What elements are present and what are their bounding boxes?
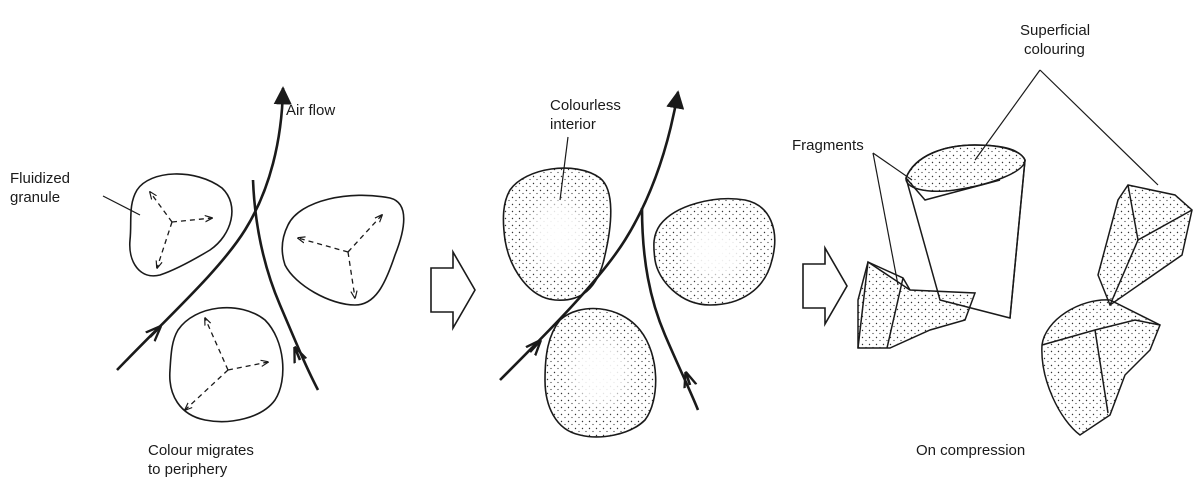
panel-fluidization — [117, 88, 404, 422]
process-arrow-2 — [803, 248, 847, 324]
fragment-2 — [1098, 185, 1192, 305]
panel-compression-fragments — [858, 145, 1192, 435]
label-colour-migrates: Colour migrates to periphery — [148, 442, 254, 478]
fluidized-granule-1 — [130, 174, 232, 276]
svg-text:Fragments: Fragments — [792, 137, 864, 154]
label-air-flow: Air flow — [286, 102, 335, 119]
svg-text:granule: granule — [10, 189, 60, 206]
coloured-granule-2 — [654, 199, 775, 305]
svg-text:to periphery: to periphery — [148, 461, 228, 478]
svg-text:interior: interior — [550, 116, 596, 133]
svg-text:Colour migrates: Colour migrates — [148, 442, 254, 459]
process-arrow-1 — [431, 252, 475, 328]
label-fluidized-granule: Fluidized granule — [10, 170, 140, 215]
fluidized-granule-2 — [282, 195, 404, 305]
air-flow-arrowhead-left-lower — [150, 327, 160, 337]
coloured-granule-1 — [503, 168, 610, 300]
label-fragments: Fragments — [792, 137, 912, 285]
air-flow-line-right — [253, 180, 318, 390]
svg-text:Fluidized: Fluidized — [10, 170, 70, 187]
label-on-compression: On compression — [916, 442, 1025, 459]
panel-dried-granules — [500, 92, 775, 437]
fluidized-granule-3 — [170, 308, 283, 422]
svg-text:Colourless: Colourless — [550, 97, 621, 114]
svg-text:colouring: colouring — [1024, 41, 1085, 58]
fragment-4 — [1042, 300, 1160, 435]
coloured-granule-3 — [545, 309, 656, 437]
svg-text:Superficial: Superficial — [1020, 22, 1090, 39]
